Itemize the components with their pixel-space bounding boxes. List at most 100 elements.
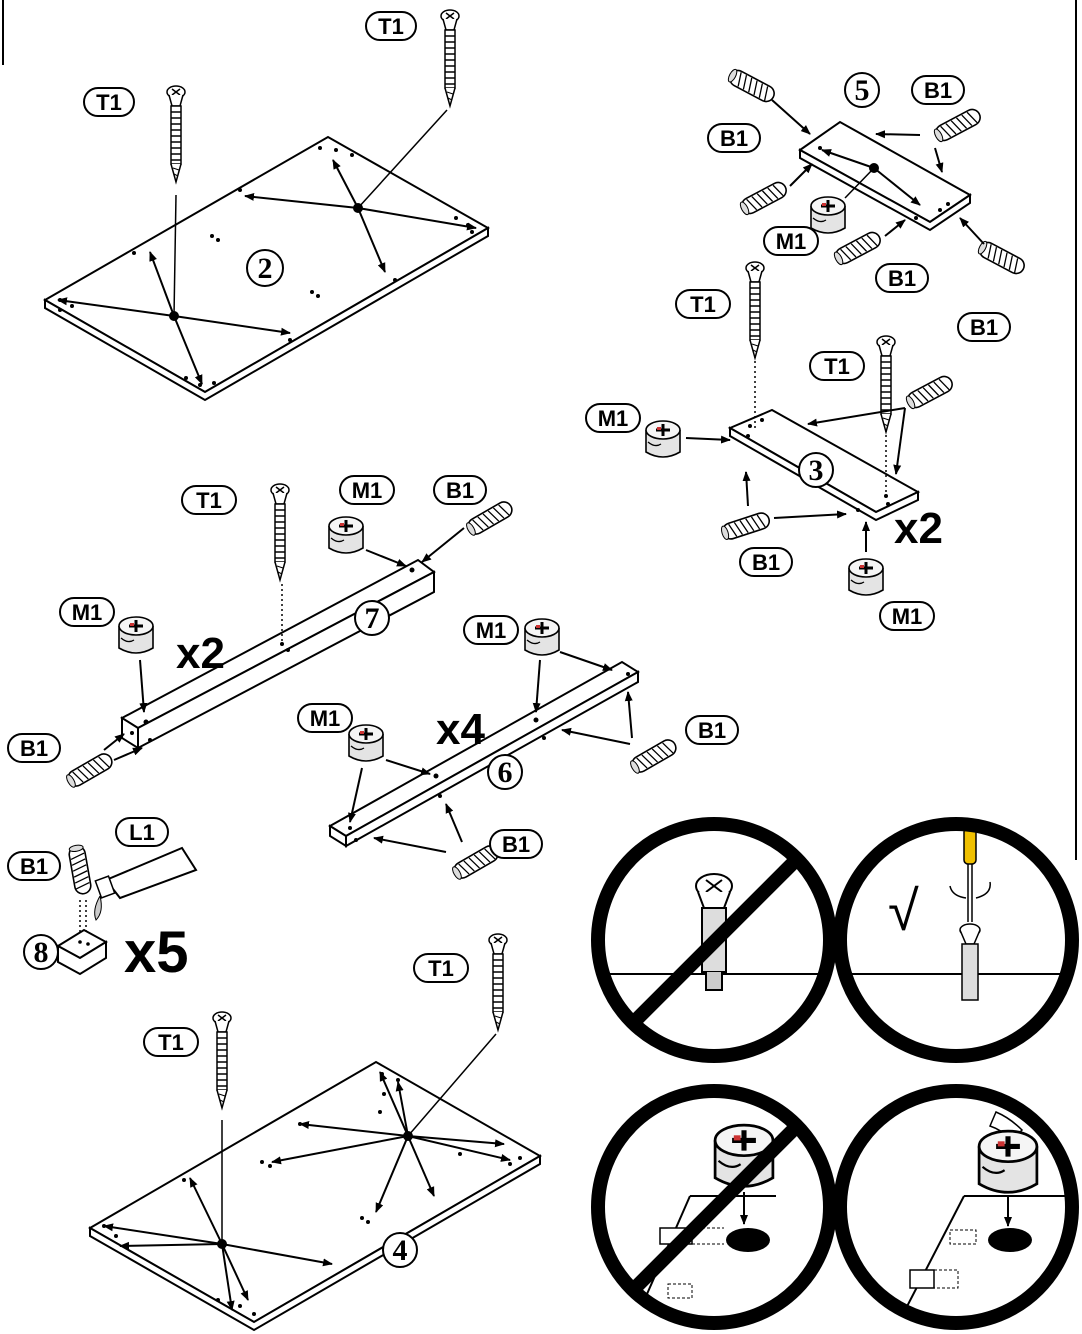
cam-lock-icon xyxy=(847,557,885,597)
label-l1: L1 xyxy=(115,817,169,847)
step-7-label: 7 xyxy=(365,602,380,635)
screwdriver-icon xyxy=(963,827,977,865)
screw-icon xyxy=(876,335,896,433)
svg-text:M1: M1 xyxy=(598,406,629,431)
step-5-label: 5 xyxy=(855,74,870,107)
cam-lock-icon xyxy=(117,615,155,655)
tip-correct-screw: √ xyxy=(833,817,1079,1063)
label-b1: B1 xyxy=(433,475,487,505)
step-number-badge xyxy=(246,249,284,287)
svg-text:B1: B1 xyxy=(970,315,998,340)
cam-lock-icon xyxy=(327,515,365,555)
label-m1: M1 xyxy=(339,475,395,505)
step-6-label: 6 xyxy=(498,756,513,789)
label-t1: T1 xyxy=(143,1027,199,1057)
dowel-icon xyxy=(718,510,773,543)
label-b1: B1 xyxy=(685,715,739,745)
cam-lock-icon xyxy=(347,723,385,763)
screw-icon xyxy=(212,1011,232,1109)
label-t1-top: T1 xyxy=(365,11,417,41)
screw-icon xyxy=(440,9,460,107)
label-b1: B1 xyxy=(707,123,761,153)
cam-lock-icon xyxy=(809,195,847,235)
step-4-panel-group: 4 xyxy=(87,933,543,1332)
svg-text:B1: B1 xyxy=(20,854,48,879)
label-m1: M1 xyxy=(59,597,115,627)
step-3-label: 3 xyxy=(809,454,824,487)
dowel-icon xyxy=(66,843,93,896)
svg-text:B1: B1 xyxy=(502,832,530,857)
svg-text:B1: B1 xyxy=(720,126,748,151)
label-m1: M1 xyxy=(463,615,519,645)
svg-text:T1: T1 xyxy=(428,956,454,981)
label-t1: T1 xyxy=(809,351,865,381)
svg-text:M1: M1 xyxy=(476,618,507,643)
label-m1: M1 xyxy=(879,601,935,631)
label-t1-left: T1 xyxy=(83,87,135,117)
svg-text:M1: M1 xyxy=(310,706,341,731)
label-m1: M1 xyxy=(763,226,819,256)
label-m1: M1 xyxy=(585,403,641,433)
tip-correct-cam xyxy=(833,1084,1079,1330)
step-8-group: 8 x5 xyxy=(23,843,198,985)
svg-text:M1: M1 xyxy=(352,478,383,503)
dowel-icon xyxy=(931,105,984,145)
step-7-multiplier: x2 xyxy=(176,629,225,678)
svg-text:B1: B1 xyxy=(698,718,726,743)
label-t1: T1 xyxy=(675,289,731,319)
cam-lock-icon xyxy=(644,419,682,459)
cam-lock-icon xyxy=(979,1131,1037,1192)
panel-2-edge xyxy=(44,226,489,402)
step-8-multiplier: x5 xyxy=(124,920,189,985)
svg-text:M1: M1 xyxy=(72,600,103,625)
svg-text:B1: B1 xyxy=(888,266,916,291)
step-3-group: 3 x2 xyxy=(644,261,956,597)
step-2-panel-group: 2 xyxy=(42,9,491,402)
label-b1: B1 xyxy=(489,829,543,859)
svg-text:T1: T1 xyxy=(196,488,222,513)
tip-wrong-screw xyxy=(591,817,837,1063)
label-t1: T1 xyxy=(413,953,469,983)
svg-text:M1: M1 xyxy=(892,604,923,629)
label-b1: B1 xyxy=(7,733,61,763)
step-8-label: 8 xyxy=(34,936,49,969)
svg-text:T1: T1 xyxy=(96,90,122,115)
svg-text:T1: T1 xyxy=(158,1030,184,1055)
check-mark-icon: √ xyxy=(888,879,919,942)
dowel-icon xyxy=(737,178,790,218)
svg-text:T1: T1 xyxy=(824,354,850,379)
dowel-icon xyxy=(725,66,778,106)
svg-text:L1: L1 xyxy=(129,820,155,845)
cam-lock-icon xyxy=(523,617,561,657)
step-3-multiplier: x2 xyxy=(894,504,943,553)
screw-icon xyxy=(166,85,186,183)
step-6-multiplier: x4 xyxy=(436,705,485,754)
step-2-label: 2 xyxy=(258,252,273,285)
tip-wrong-cam xyxy=(591,1084,837,1330)
rotate-arrow-icon xyxy=(949,881,991,899)
svg-text:M1: M1 xyxy=(776,229,807,254)
svg-text:B1: B1 xyxy=(446,478,474,503)
dowel-icon xyxy=(975,238,1028,278)
label-m1: M1 xyxy=(297,703,353,733)
screw-icon xyxy=(488,933,508,1031)
svg-text:B1: B1 xyxy=(752,550,780,575)
label-b1: B1 xyxy=(875,263,929,293)
dowel-icon xyxy=(63,750,116,791)
step-6-group: 6 x4 xyxy=(328,617,680,883)
step-5-group: 5 xyxy=(725,66,1028,278)
screw-icon xyxy=(745,261,765,359)
svg-text:B1: B1 xyxy=(20,736,48,761)
step-4-label: 4 xyxy=(393,1234,408,1267)
label-b1: B1 xyxy=(957,312,1011,342)
step-7-group: 7 x2 xyxy=(63,483,516,791)
label-t1: T1 xyxy=(181,485,237,515)
label-b1: B1 xyxy=(911,75,965,105)
dowel-icon xyxy=(903,372,956,412)
dowel-icon xyxy=(627,736,680,777)
svg-text:T1: T1 xyxy=(690,292,716,317)
label-b1: B1 xyxy=(739,547,793,577)
glue-tube-icon xyxy=(104,846,198,900)
svg-text:B1: B1 xyxy=(924,78,952,103)
